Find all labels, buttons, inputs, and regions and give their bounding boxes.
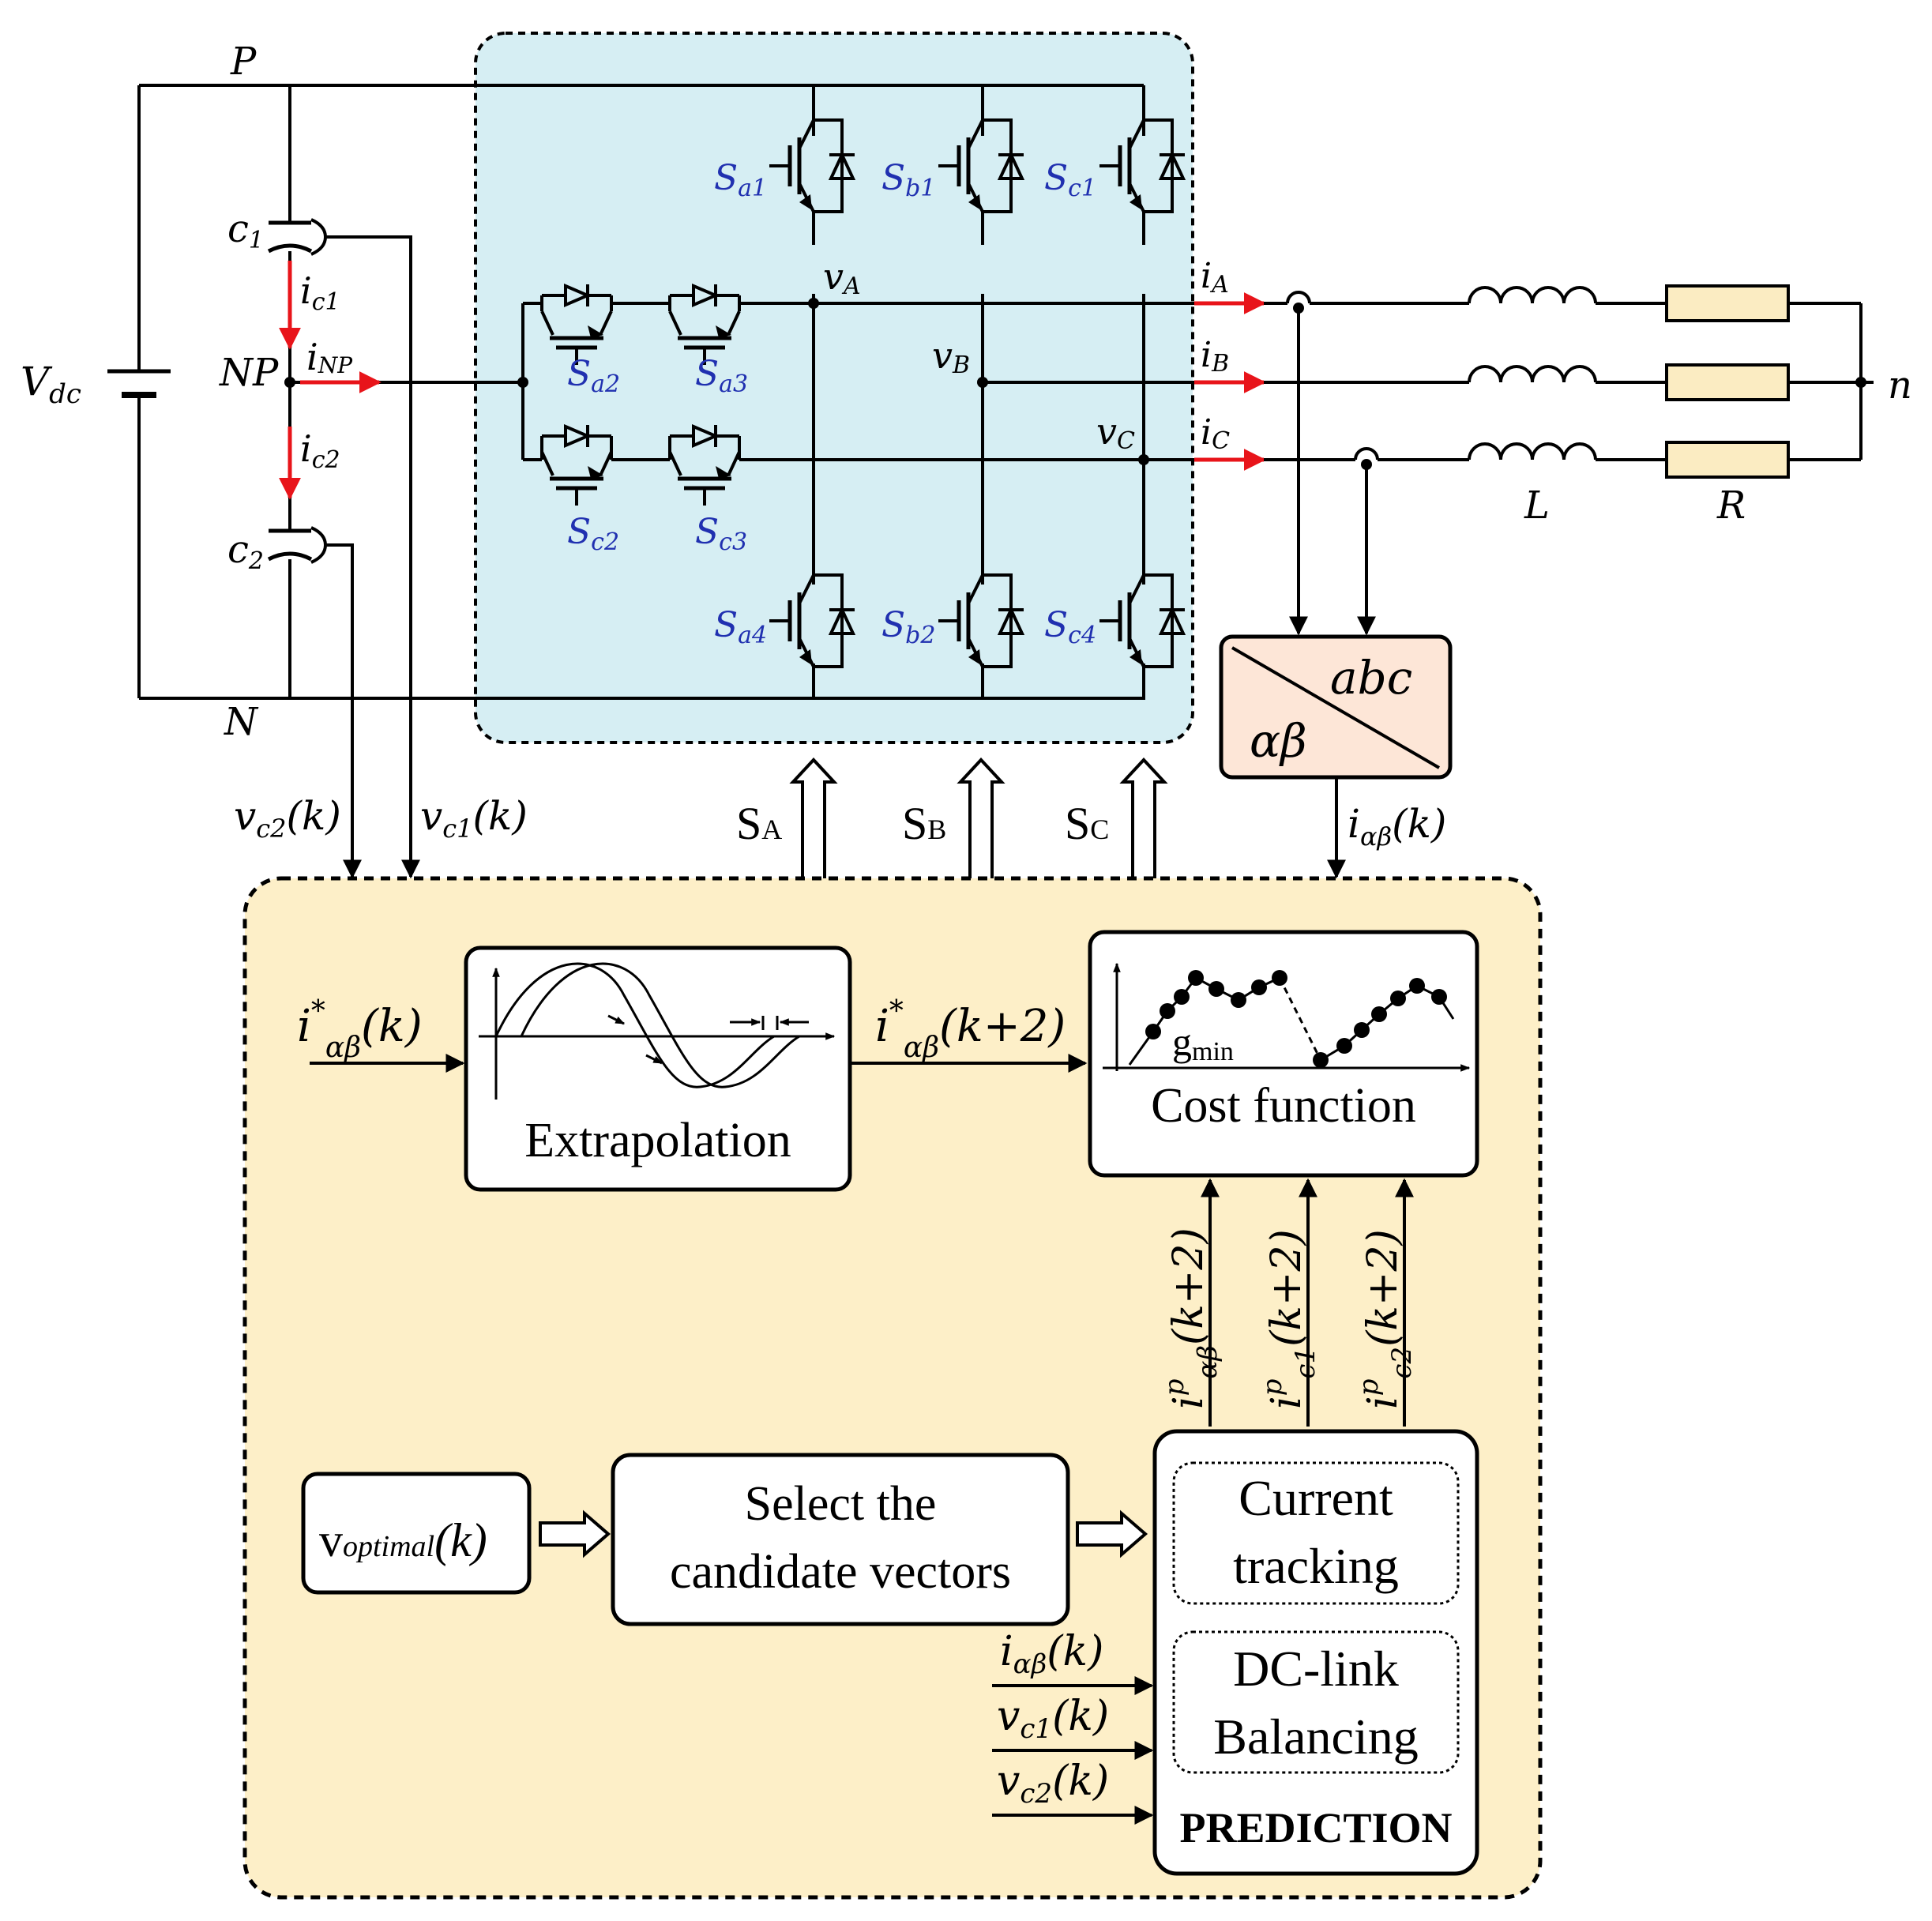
tap-a-node	[1293, 303, 1304, 314]
gate-arrows	[789, 757, 1168, 878]
ic1-label: ic1	[300, 269, 340, 316]
in-iab-label: iαβ(k)	[1000, 1628, 1103, 1680]
transform-abc: abc	[1330, 651, 1412, 705]
node-va	[808, 298, 819, 309]
voptimal-label: voptimal(k)	[319, 1514, 487, 1566]
dc-link-line-2: Balancing	[1213, 1709, 1418, 1765]
dc-source	[107, 84, 1144, 879]
sa-label: SA	[736, 798, 782, 849]
select-line-2: candidate vectors	[670, 1545, 1011, 1599]
sc1-label: Sc1	[1044, 158, 1096, 202]
sc4-label: Sc4	[1044, 605, 1096, 649]
dc-link-box	[1172, 1630, 1460, 1774]
sc-label: SC	[1065, 798, 1109, 849]
vc-label: vC	[1096, 410, 1135, 455]
node-np-label: NP	[219, 351, 279, 395]
cost-function-block	[1088, 930, 1479, 1178]
select-line-1: Select the	[745, 1477, 937, 1531]
in-vc2-label: vc2(k)	[997, 1757, 1109, 1810]
load-wiring	[1264, 291, 1874, 636]
vc1k-label: vc1(k)	[420, 793, 528, 844]
extrapolation-label: Extrapolation	[524, 1114, 791, 1167]
pred-ic1-label: ipc1(k+2)	[1257, 1229, 1321, 1409]
cost-function-label: Cost function	[1151, 1079, 1416, 1133]
ic2-label: ic2	[300, 427, 340, 474]
iabk-label: iαβ(k)	[1348, 801, 1446, 851]
vc2k-label: vc2(k)	[234, 793, 341, 844]
iref-k-label: i*αβ(k)	[297, 995, 423, 1064]
node-vc	[1138, 454, 1149, 465]
sa4-label: Sa4	[714, 605, 767, 649]
node-vb	[977, 377, 988, 388]
resistor-label: R	[1716, 483, 1746, 528]
in-vc1-label: vc1(k)	[997, 1693, 1109, 1745]
inductor-b	[1468, 365, 1597, 384]
vb-label: vB	[932, 334, 970, 379]
dc-link-line-1: DC-link	[1233, 1641, 1399, 1697]
resistor-c	[1665, 441, 1790, 479]
hollow-arrow-2	[1076, 1509, 1148, 1558]
inductor-c	[1468, 442, 1597, 461]
c2-label: c2	[227, 528, 264, 575]
current-tracking-line-2: tracking	[1233, 1538, 1399, 1594]
neutral-label: n	[1888, 363, 1912, 408]
pred-iab-label: ipαβ(k+2)	[1159, 1227, 1223, 1409]
resistor-b	[1665, 363, 1790, 401]
np-node	[284, 377, 295, 388]
iref-k2-label: i*αβ(k+2)	[875, 995, 1066, 1064]
extrapolation-block	[464, 945, 852, 1192]
inductor-a	[1468, 286, 1597, 305]
current-tracking-box	[1172, 1461, 1460, 1605]
transform-alphabeta: αβ	[1250, 714, 1307, 768]
sb2-label: Sb2	[881, 605, 935, 649]
ic-label: iC	[1201, 412, 1230, 455]
node-p-label: P	[230, 39, 257, 84]
va-label: vA	[823, 255, 861, 300]
inp-label: iNP	[306, 336, 353, 378]
select-candidates-block	[611, 1453, 1070, 1626]
sb-label: SB	[902, 798, 946, 849]
sa1-label: Sa1	[714, 158, 767, 202]
node-n-label: N	[224, 700, 259, 744]
resistor-a	[1665, 284, 1790, 322]
neutral-node	[1855, 377, 1866, 388]
sb1-label: Sb1	[881, 158, 935, 202]
extrapolation-waveform	[479, 962, 836, 1100]
prediction-label: PREDICTION	[1179, 1804, 1452, 1851]
tap-c-node	[1361, 459, 1372, 470]
ia-label: iA	[1201, 256, 1229, 299]
pred-ic2-label: ipc2(k+2)	[1353, 1229, 1418, 1409]
current-tracking-line-1: Current	[1239, 1470, 1393, 1526]
inverter-box	[474, 32, 1194, 744]
voptimal-block	[301, 1472, 532, 1595]
sa3-label: Sa3	[695, 354, 748, 398]
c1-label: c1	[227, 207, 264, 254]
sa2-label: Sa2	[567, 354, 620, 398]
sc2-label: Sc2	[567, 512, 619, 556]
cost-points	[1145, 970, 1447, 1068]
vdc-label: Vdc	[21, 359, 81, 410]
sc3-label: Sc3	[695, 512, 747, 556]
gmin-label: gmin	[1172, 1020, 1234, 1066]
hollow-arrow-1	[539, 1509, 611, 1558]
inductor-label: L	[1524, 483, 1550, 528]
ib-label: iB	[1201, 335, 1229, 378]
current-arrows	[279, 261, 1266, 500]
